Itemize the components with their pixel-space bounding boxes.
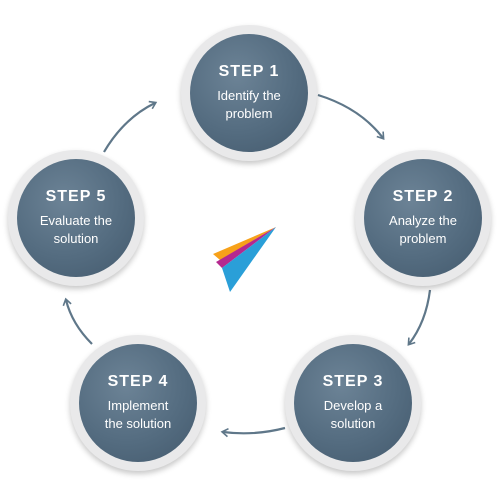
step-5-desc-line2: solution	[53, 231, 99, 246]
step-3-desc-line2: solution	[330, 416, 376, 431]
step-1-circle: STEP 1 Identify the problem	[181, 25, 317, 161]
step-1-title: STEP 1	[218, 63, 280, 80]
step-1-desc-line1: Identify the	[217, 88, 281, 103]
arrow-step3-to-step4-icon	[220, 426, 286, 438]
step-2-description: Analyze the problem	[373, 212, 473, 248]
logo-magenta-stripe	[216, 227, 276, 268]
paper-plane-logo-icon	[213, 227, 276, 292]
logo-orange-stripe	[213, 227, 276, 260]
step-4-inner: STEP 4 Implement the solution	[79, 344, 197, 462]
step-2-desc-line1: Analyze the	[389, 213, 457, 228]
step-1-desc-line2: problem	[225, 106, 273, 121]
step-2-desc-line2: problem	[399, 231, 447, 246]
step-5-title: STEP 5	[45, 188, 107, 205]
logo-blue-wing	[222, 227, 276, 292]
step-4-circle: STEP 4 Implement the solution	[70, 335, 206, 471]
arrow-step5-to-step1-icon	[103, 100, 158, 153]
step-4-desc-line2: the solution	[104, 416, 172, 431]
step-3-circle: STEP 3 Develop a solution	[285, 335, 421, 471]
arrow-step2-to-step3-icon	[407, 289, 432, 346]
step-4-desc-line1: Implement	[107, 398, 169, 413]
arrow-step4-to-step5-icon	[62, 297, 93, 345]
arrow-step1-to-step2-icon	[317, 93, 385, 140]
step-5-description: Evaluate the solution	[26, 212, 126, 248]
step-5-circle: STEP 5 Evaluate the solution	[8, 150, 144, 286]
step-1-inner: STEP 1 Identify the problem	[190, 34, 308, 152]
step-2-circle: STEP 2 Analyze the problem	[355, 150, 491, 286]
step-3-inner: STEP 3 Develop a solution	[294, 344, 412, 462]
step-4-title: STEP 4	[107, 373, 169, 390]
step-3-desc-line1: Develop a	[323, 398, 383, 413]
step-5-desc-line1: Evaluate the	[39, 213, 113, 228]
step-1-description: Identify the problem	[199, 87, 299, 123]
step-3-description: Develop a solution	[303, 397, 403, 433]
step-2-inner: STEP 2 Analyze the problem	[364, 159, 482, 277]
step-3-title: STEP 3	[322, 373, 384, 390]
step-5-inner: STEP 5 Evaluate the solution	[17, 159, 135, 277]
step-4-description: Implement the solution	[88, 397, 188, 433]
step-2-title: STEP 2	[392, 188, 454, 205]
